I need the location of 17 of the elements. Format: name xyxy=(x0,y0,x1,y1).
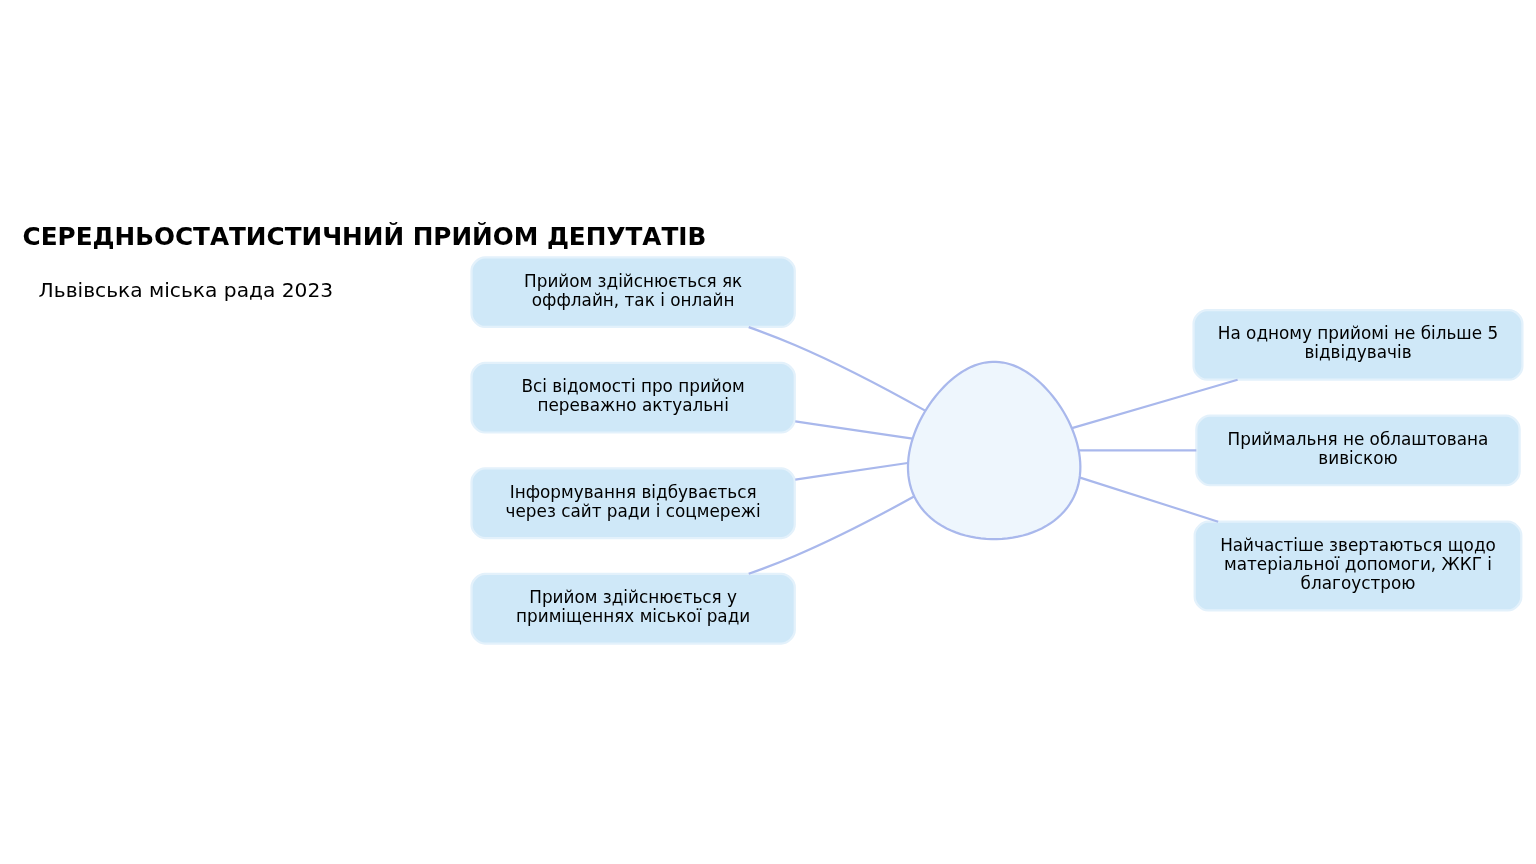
node-person xyxy=(906,360,1082,540)
node-box: Прийом здійснюється у приміщеннях міської ради xyxy=(470,572,796,645)
connector xyxy=(748,325,926,412)
connector xyxy=(795,461,908,481)
node-box: Інформування відбувається через сайт ради і соцмережі xyxy=(470,466,796,539)
diagram-title: СЕРЕДНЬОСТАТИСТИЧНИЙ ПРИЙОМ ДЕПУТАТІВ xyxy=(22,221,707,251)
connector xyxy=(1071,378,1238,429)
node-box: Всі відомості про прийом переважно актуальні xyxy=(470,361,796,434)
label: Львівська міська рада 2023 xyxy=(38,277,334,302)
node-box: Прийом здійснюється як оффлайн, так і онлайн xyxy=(470,255,796,328)
node-box: Найчастіше звертаються щодо матеріальної допомоги, ЖКГ і благоустрою xyxy=(1193,520,1523,611)
node-box: Приймальня не облаштована вивіскою xyxy=(1195,414,1521,486)
connector xyxy=(748,495,915,575)
connector xyxy=(795,419,913,440)
node-box: На одному прийомі не більше 5 відвідувачів xyxy=(1192,308,1524,381)
connector xyxy=(1079,476,1219,523)
connector xyxy=(1078,448,1197,452)
